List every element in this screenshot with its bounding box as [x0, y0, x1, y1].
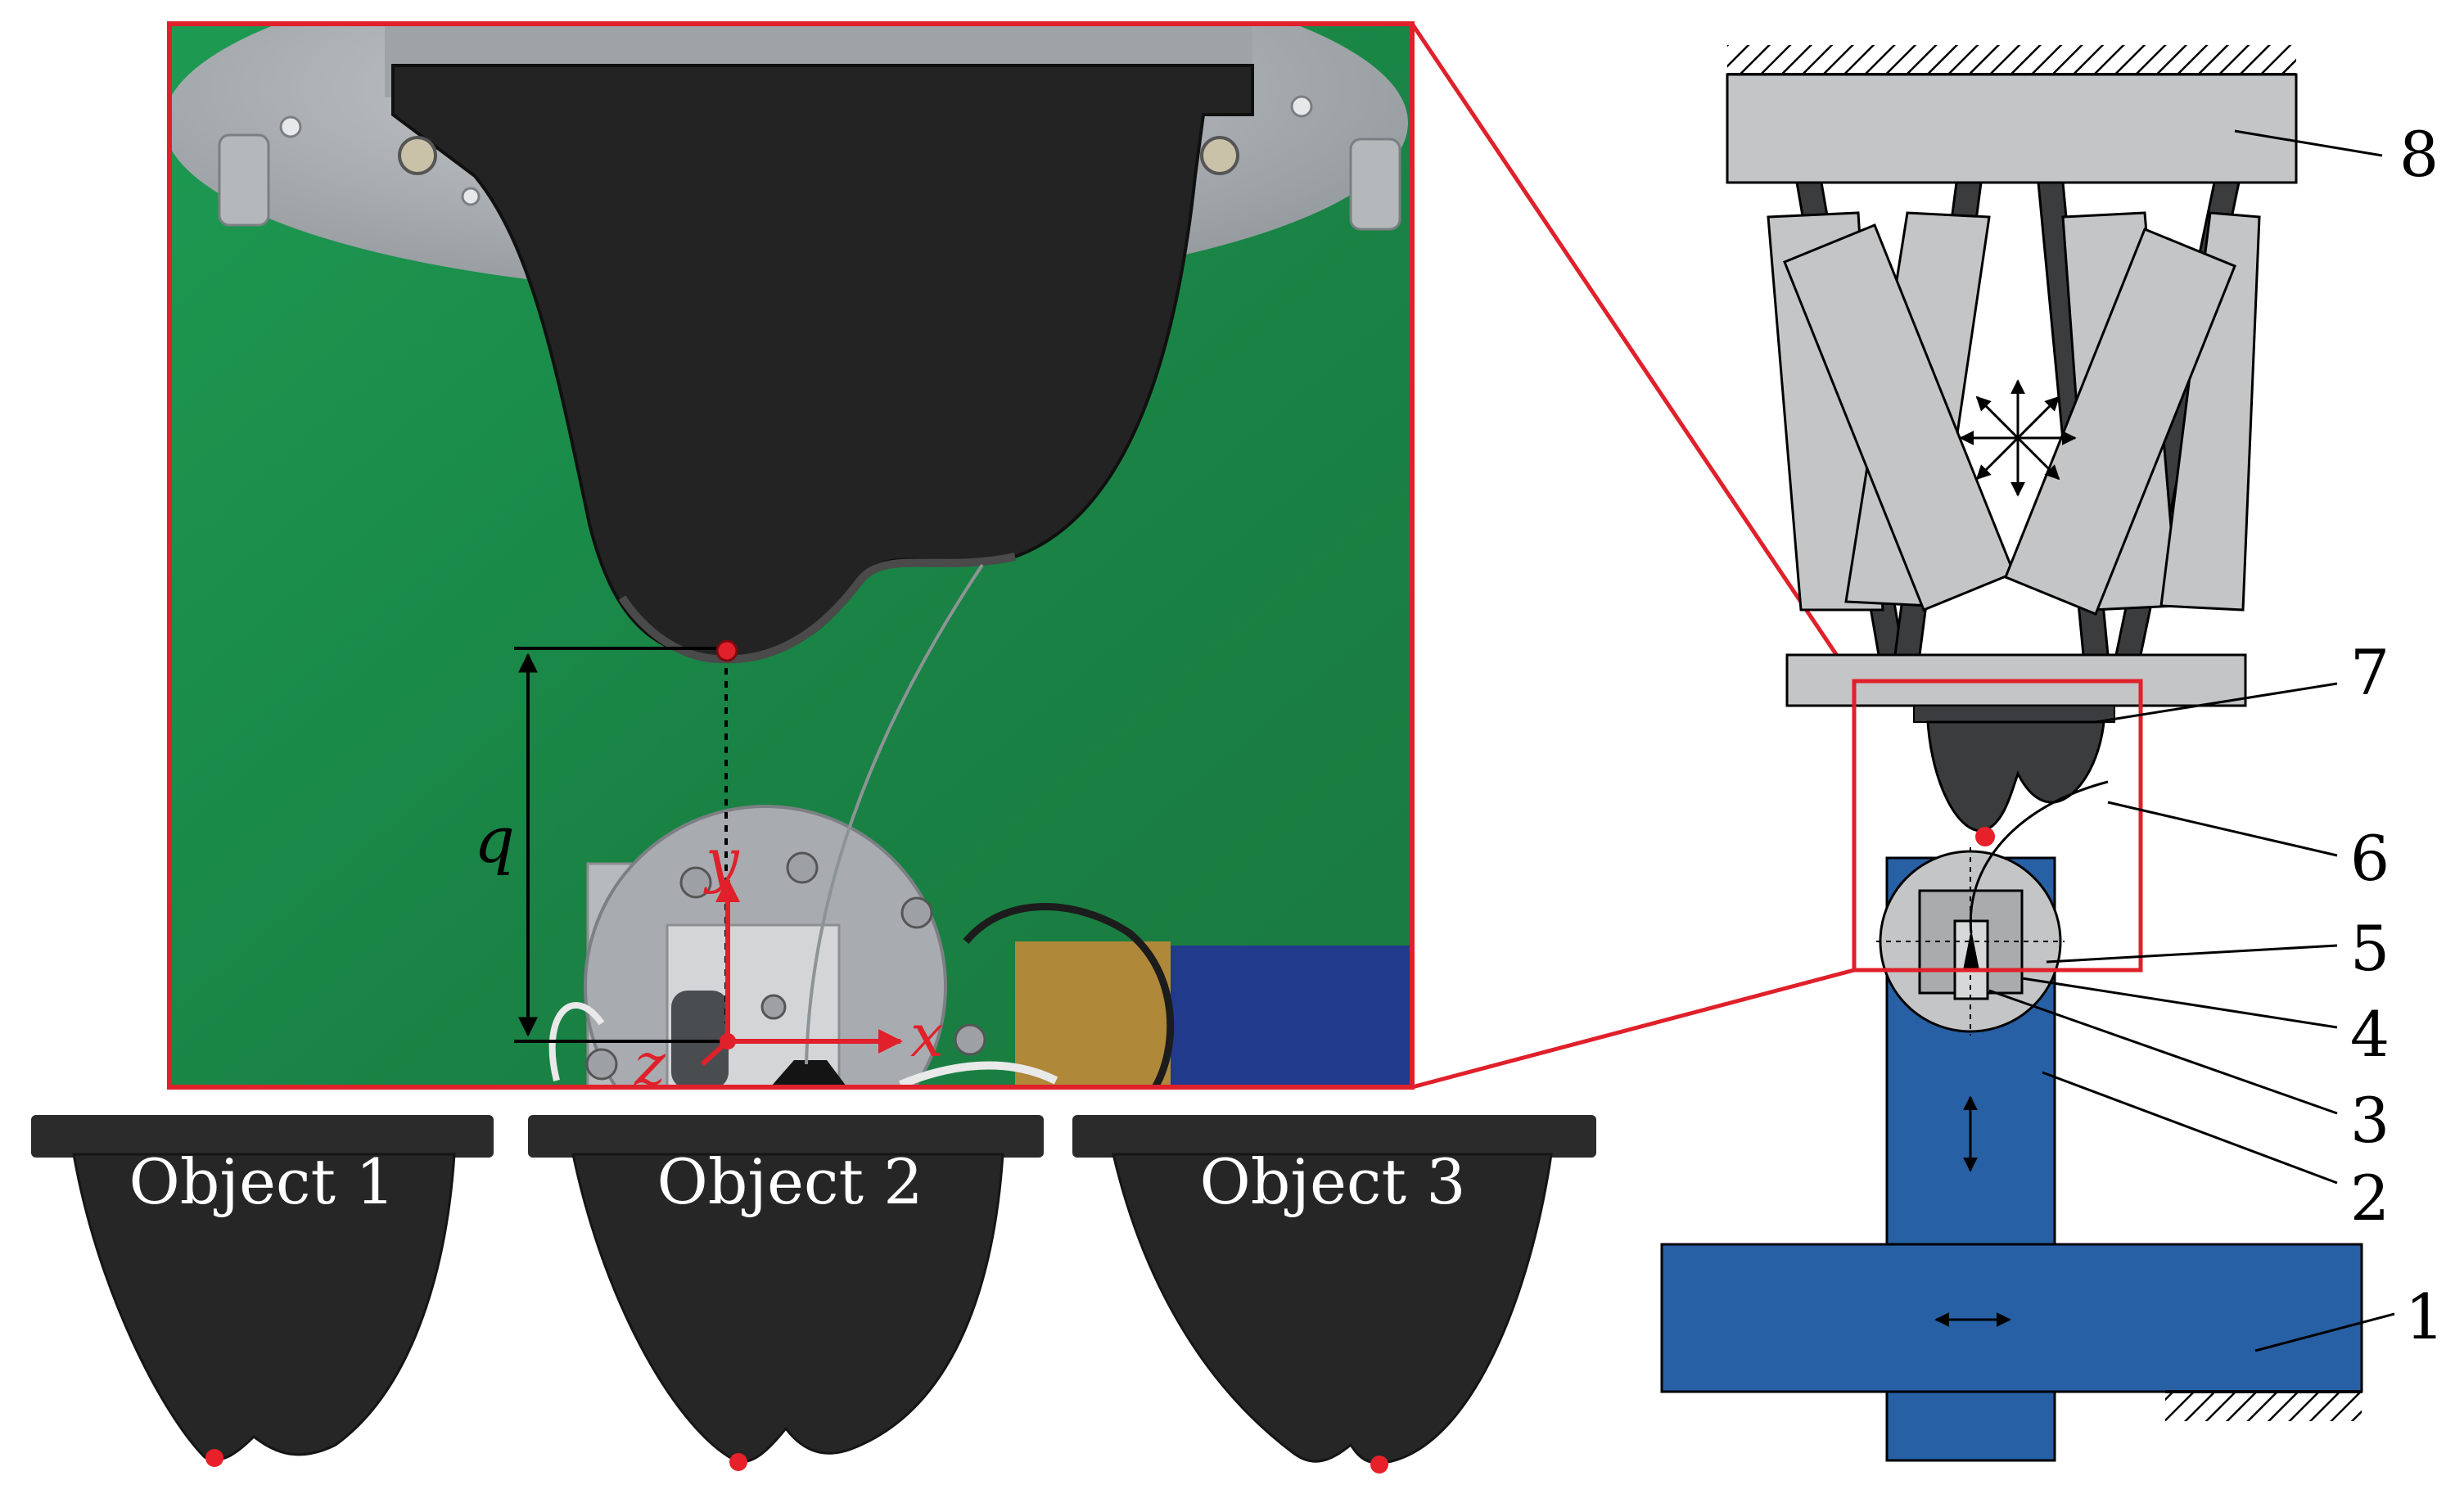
ground-hatch-top — [1727, 45, 2296, 74]
axis-x-label: x — [910, 1001, 944, 1070]
sensor-screws-photo — [585, 851, 986, 1081]
callout-2: 2 — [2350, 1162, 2390, 1234]
object-schematic — [1926, 720, 2105, 833]
ground-hatch-bottom — [2165, 1392, 2362, 1421]
whisker-photo — [805, 563, 984, 1065]
object-mount-screw-left — [398, 136, 437, 175]
callout-3: 3 — [2350, 1084, 2390, 1157]
zoom-line-top — [1410, 22, 1857, 683]
object-3-label: Object 3 — [1199, 1145, 1465, 1218]
schematic: 8 7 6 5 4 3 2 1 — [1660, 45, 2444, 1462]
callout-6: 6 — [2350, 822, 2390, 895]
axis-y-label: y — [703, 826, 740, 895]
object-3 — [1072, 1115, 1596, 1474]
contact-point-photo — [715, 639, 738, 662]
object-1 — [31, 1115, 494, 1467]
cable-photo — [963, 903, 1175, 1087]
callout-5: 5 — [2350, 912, 2390, 985]
photo-frame — [167, 21, 1415, 1090]
callout-7: 7 — [2350, 636, 2390, 709]
part-8-base — [1726, 73, 2298, 184]
object-mount-screw-right — [1200, 136, 1239, 175]
object-mount — [1913, 705, 2115, 723]
hexapod-legs — [1767, 181, 2261, 657]
sensor-slot-photo — [671, 991, 729, 1087]
brass-part-photo — [1015, 941, 1171, 1087]
zoom-region — [1852, 679, 2143, 973]
photo-inset — [169, 24, 1412, 1087]
part-2-vertical-slider-front — [1885, 1390, 2056, 1462]
plate-screws — [218, 95, 1401, 231]
hexapod-motion-arrows — [1959, 379, 2077, 497]
q-label: q — [474, 804, 515, 878]
blue-block-photo — [1171, 946, 1412, 1087]
zoom-line-bottom — [1411, 968, 1855, 1090]
callout-8: 8 — [2399, 118, 2439, 191]
contact-point-schematic — [1975, 827, 1995, 846]
object-2-label: Object 2 — [657, 1145, 923, 1218]
callout-4: 4 — [2350, 998, 2390, 1071]
cable-white-photo — [899, 1061, 1058, 1087]
whisker-left-photo — [548, 1002, 605, 1081]
callout-1: 1 — [2405, 1280, 2444, 1353]
part-1-horizontal-slider — [1660, 1243, 2363, 1393]
coordinate-frame — [700, 878, 903, 1067]
part-6-whisker — [1969, 780, 2109, 934]
sensor-tip-photo — [770, 1060, 847, 1087]
object-1-label: Object 1 — [129, 1145, 395, 1218]
object-2 — [528, 1115, 1044, 1471]
callout-leaders — [1988, 129, 2395, 1352]
